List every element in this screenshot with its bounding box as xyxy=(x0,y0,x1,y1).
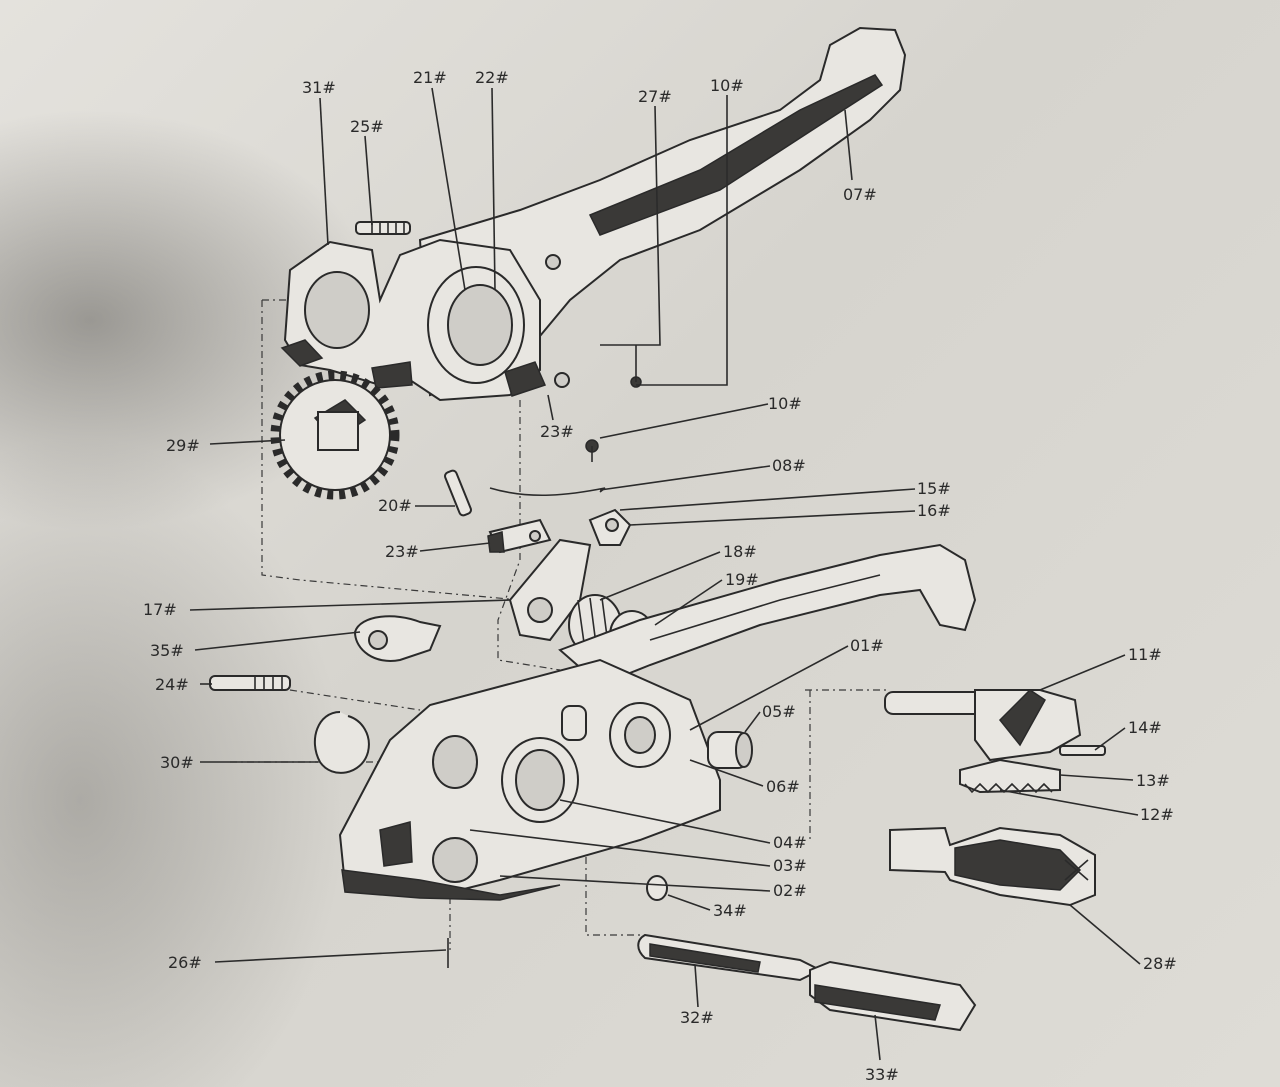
label-08: 08# xyxy=(772,456,806,475)
label-13: 13# xyxy=(1136,771,1170,790)
label-06: 06# xyxy=(766,777,800,796)
leader-lines xyxy=(189,87,1141,1061)
label-34: 34# xyxy=(713,901,747,920)
label-10-top: 10# xyxy=(710,76,744,95)
label-04: 04# xyxy=(773,833,807,852)
main-handle-part xyxy=(558,543,977,687)
label-05: 05# xyxy=(762,702,796,721)
clip-and-screw xyxy=(447,875,668,968)
label-35: 35# xyxy=(150,641,184,660)
roller-shaft-part xyxy=(889,826,1096,907)
housing-part xyxy=(280,238,570,402)
label-20: 20# xyxy=(378,496,412,515)
label-15: 15# xyxy=(917,479,951,498)
label-26: 26# xyxy=(168,953,202,972)
label-07: 07# xyxy=(843,185,877,204)
label-19: 19# xyxy=(725,570,759,589)
label-22: 22# xyxy=(475,68,509,87)
label-03: 03# xyxy=(773,856,807,875)
base-frame-part xyxy=(338,658,721,901)
label-29: 29# xyxy=(166,436,200,455)
label-25: 25# xyxy=(350,117,384,136)
pins-part xyxy=(637,933,977,1032)
cutter-assembly xyxy=(884,689,1106,794)
label-23-top: 23# xyxy=(540,422,574,441)
label-18: 18# xyxy=(723,542,757,561)
label-12: 12# xyxy=(1140,805,1174,824)
part-number-labels: 31# 21# 22# 27# 10# 25# 07# 10# 23# 29# … xyxy=(143,68,1177,1084)
label-02: 02# xyxy=(773,881,807,900)
cam-bolt-ring xyxy=(209,615,442,774)
small-parts xyxy=(444,345,642,554)
gear-part xyxy=(270,370,400,500)
label-16: 16# xyxy=(917,501,951,520)
label-27: 27# xyxy=(638,87,672,106)
label-21: 21# xyxy=(413,68,447,87)
label-01: 01# xyxy=(850,636,884,655)
label-17: 17# xyxy=(143,600,177,619)
label-31: 31# xyxy=(302,78,336,97)
label-10-mid: 10# xyxy=(768,394,802,413)
label-33: 33# xyxy=(865,1065,899,1084)
bushing-part xyxy=(707,731,753,769)
lever-handle-part xyxy=(418,26,907,397)
label-32: 32# xyxy=(680,1008,714,1027)
label-30: 30# xyxy=(160,753,194,772)
screw-part xyxy=(355,221,411,235)
label-28: 28# xyxy=(1143,954,1177,973)
label-24: 24# xyxy=(155,675,189,694)
label-23-mid: 23# xyxy=(385,542,419,561)
label-11: 11# xyxy=(1128,645,1162,664)
label-14: 14# xyxy=(1128,718,1162,737)
